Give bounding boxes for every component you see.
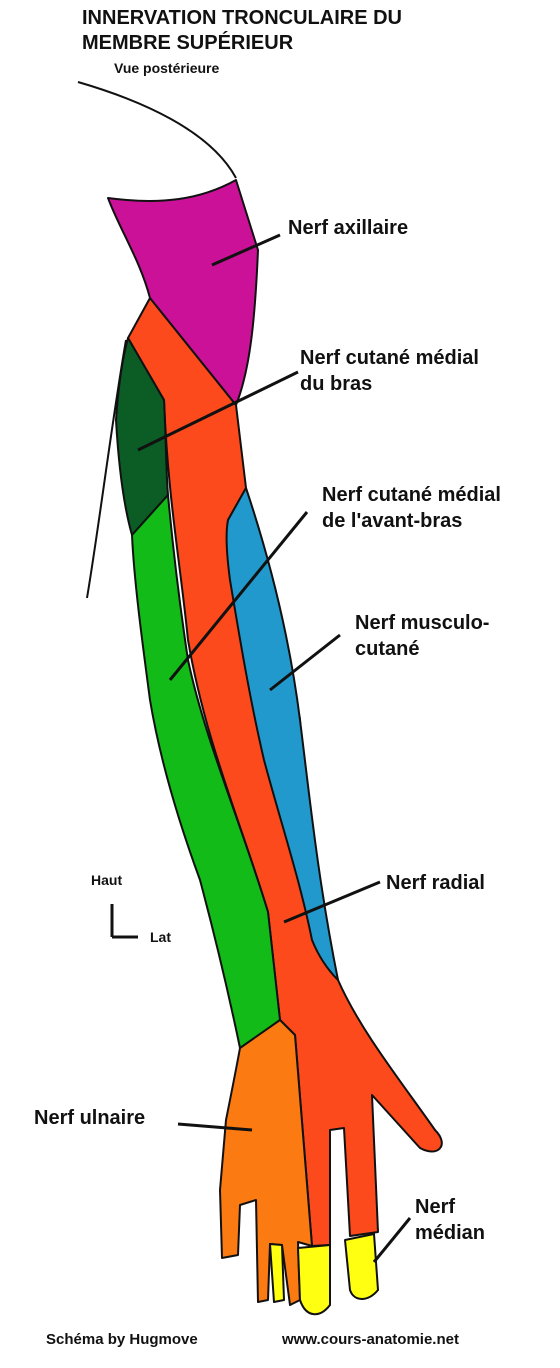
orientation-up-label: Haut: [91, 872, 123, 888]
label-radial: Nerf radial: [386, 872, 485, 894]
leader-musculo: [269, 633, 341, 692]
region-axillaire: [107, 179, 259, 406]
orientation-lateral-label: Lat: [150, 929, 171, 945]
label-cutane-avant-bras-line-1: Nerf cutané médial: [322, 484, 501, 506]
label-ulnaire: Nerf ulnaire: [34, 1107, 146, 1129]
label-cutane-bras: Nerf cutané médial du bras: [300, 345, 479, 397]
label-musculo-line-1: Nerf musculo-: [355, 612, 490, 634]
title-line-1: INNERVATION TRONCULAIRE DU: [82, 7, 402, 29]
region-median-2: [297, 1244, 331, 1316]
shoulder-outline: [77, 81, 237, 179]
region-cutane-bras: [115, 337, 169, 536]
leader-radial: [283, 880, 381, 924]
label-median: Nerf médian: [415, 1194, 485, 1246]
leader-median: [372, 1217, 412, 1263]
diagram-title: INNERVATION TRONCULAIRE DU MEMBRE SUPÉRI…: [82, 6, 402, 56]
title-line-2: MEMBRE SUPÉRIEUR: [82, 32, 294, 54]
leader-cutane-avant-bras: [168, 511, 309, 681]
label-cutane-avant-bras: Nerf cutané médial de l'avant-bras: [322, 482, 501, 534]
footer-site: www.cours-anatomie.net: [282, 1331, 459, 1348]
orientation-arrows: [110, 904, 138, 939]
footer-credit: Schéma by Hugmove: [46, 1331, 198, 1348]
label-musculo-line-2: cutané: [355, 638, 420, 660]
region-musculo: [225, 487, 339, 981]
region-median-1: [269, 1243, 285, 1303]
subtitle: Vue postérieure: [114, 60, 220, 76]
leader-ulnaire: [177, 1122, 253, 1132]
label-axillaire: Nerf axillaire: [288, 217, 409, 239]
leader-axillaire: [211, 233, 281, 267]
label-cutane-bras-line-2: du bras: [300, 373, 373, 395]
label-median-line-2: médian: [415, 1222, 486, 1244]
label-musculo: Nerf musculo- cutané: [355, 610, 489, 662]
label-cutane-bras-line-1: Nerf cutané médial: [300, 347, 479, 369]
leader-cutane-bras: [137, 370, 299, 452]
label-median-line-1: Nerf: [415, 1196, 456, 1218]
region-median-3: [344, 1233, 379, 1300]
label-cutane-avant-bras-line-2: de l'avant-bras: [322, 510, 463, 532]
